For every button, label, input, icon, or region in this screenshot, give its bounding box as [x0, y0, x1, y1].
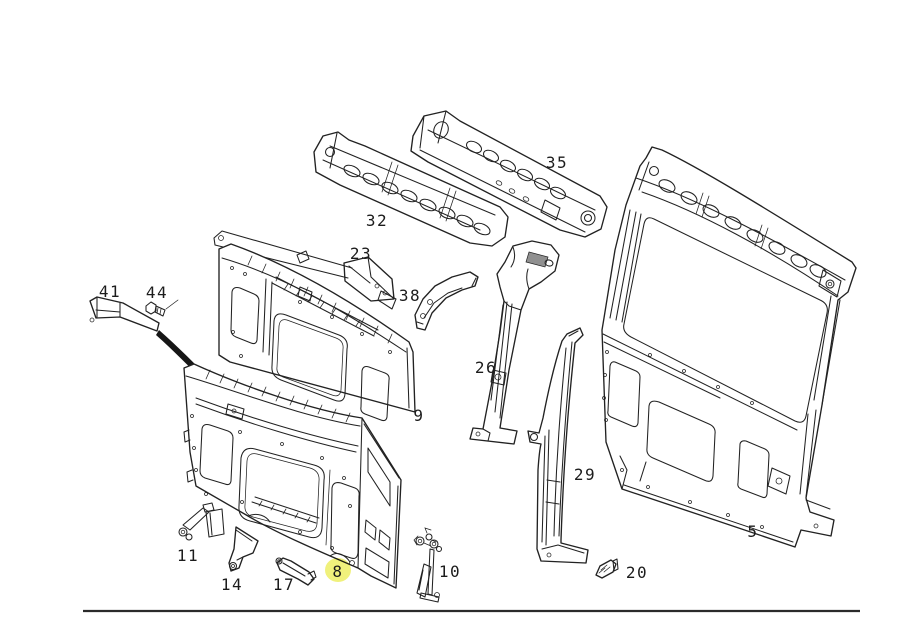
part-11-bracket: [178, 502, 225, 541]
spot-welds-8: [190, 414, 352, 550]
highlight-ellipse: [325, 558, 351, 582]
spot-welds-9: [230, 266, 392, 358]
spot-welds-5: [602, 350, 764, 529]
part-label-17: 17: [273, 575, 295, 594]
part-29-pillar: [527, 327, 589, 564]
part-26-pillar: [469, 240, 560, 445]
part-label-9: 9: [413, 406, 424, 425]
part-35-crossmember: [410, 110, 608, 238]
part-44-bolt: [145, 299, 179, 317]
part-labels: 41 44 32 35 23 38 9 26 29 5 11 14 17 8 1…: [99, 153, 758, 594]
part-5-front-wall-panel: [601, 146, 857, 548]
part-9-inner-panel: [218, 243, 416, 422]
part-10-hinge: [413, 527, 443, 603]
part-label-23: 23: [350, 244, 372, 263]
part-14-bracket: [228, 526, 259, 572]
part-label-32: 32: [366, 211, 388, 230]
part-label-44: 44: [146, 283, 168, 302]
part-32-crossmember: [313, 131, 509, 247]
part-label-14: 14: [221, 575, 243, 594]
part-20-bracket: [595, 558, 619, 579]
part-label-26: 26: [475, 358, 497, 377]
part-41-bracket: [89, 296, 160, 332]
part-label-5: 5: [747, 522, 758, 541]
part-label-38: 38: [399, 286, 421, 305]
part-label-11: 11: [177, 546, 199, 565]
part-label-29: 29: [574, 465, 596, 484]
part-38-bracket: [414, 271, 479, 331]
part-label-10: 10: [439, 562, 461, 581]
part-8-front-panel: [183, 363, 402, 589]
part-label-41: 41: [99, 282, 121, 301]
part-label-35: 35: [546, 153, 568, 172]
part-17-bracket: [275, 557, 317, 586]
hatch-band-8: [205, 369, 351, 423]
part-label-20: 20: [626, 563, 648, 582]
part-23-rail: [213, 230, 397, 310]
part-label-8-highlighted: 8: [332, 562, 343, 581]
